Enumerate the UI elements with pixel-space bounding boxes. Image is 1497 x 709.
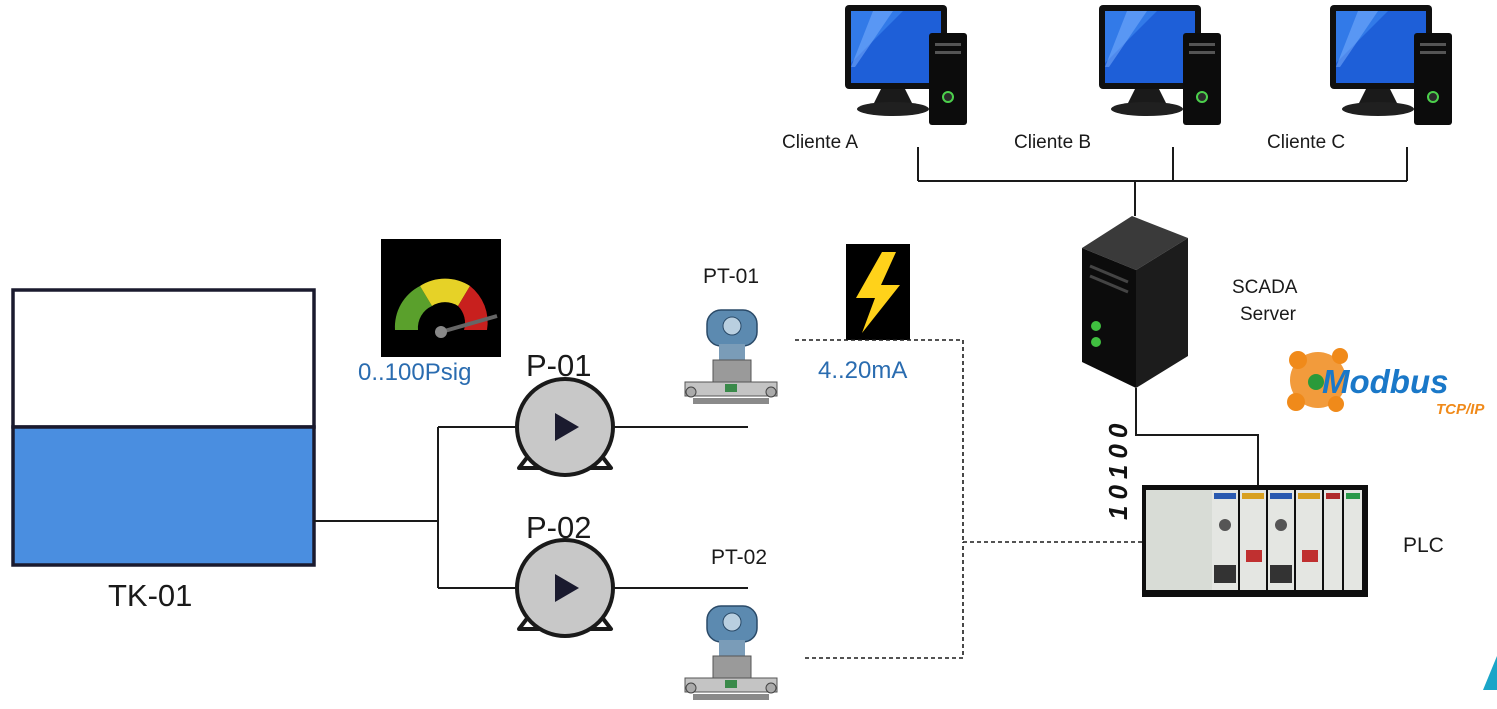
- modbus-network-icon: [1287, 348, 1348, 412]
- client-a-computer[interactable]: [845, 5, 967, 125]
- tank-label: TK-01: [108, 578, 192, 613]
- desktop-computer-icon: [1099, 5, 1221, 125]
- pt-01-label: PT-01: [703, 265, 759, 288]
- pump-p-02-label: P-02: [526, 510, 591, 545]
- pressure-transmitter-pt-02[interactable]: [684, 605, 778, 700]
- centrifugal-pump-icon: [515, 377, 615, 477]
- pump-p-01-label: P-01: [526, 348, 591, 383]
- pt-02-label: PT-02: [711, 546, 767, 569]
- client-c-label: Cliente C: [1267, 132, 1345, 153]
- pressure-transmitter-icon: [684, 309, 778, 404]
- pump-p-01[interactable]: [515, 377, 615, 477]
- pressure-transmitter-pt-01[interactable]: [684, 309, 778, 404]
- modbus-logo: Modbus TCP/IP: [1287, 348, 1485, 418]
- scada-server-label-line2: Server: [1240, 304, 1297, 325]
- desktop-computer-icon: [845, 5, 967, 125]
- analog-signal-wiring: [795, 339, 1142, 659]
- client-network-lines: [917, 147, 1408, 216]
- tank-tk-01[interactable]: [11, 288, 316, 567]
- plc-rack[interactable]: [1142, 485, 1368, 597]
- client-c-computer[interactable]: [1330, 5, 1452, 125]
- server-plc-link: [1135, 388, 1259, 485]
- corner-logo-fragment: [1483, 656, 1497, 690]
- modbus-name: Modbus: [1322, 363, 1448, 400]
- process-piping: [314, 426, 748, 589]
- plc-label: PLC: [1403, 534, 1444, 557]
- plc-rack-icon: [1142, 485, 1368, 597]
- bits-label: 10100: [1103, 418, 1133, 520]
- pressure-gauge-icon: [381, 239, 501, 357]
- pump-p-02[interactable]: [515, 538, 615, 638]
- scada-server-label-line1: SCADA: [1232, 277, 1298, 298]
- server-tower-icon: [1082, 216, 1188, 388]
- client-b-computer[interactable]: [1099, 5, 1221, 125]
- pressure-range-label: 0..100Psig: [358, 359, 471, 386]
- scada-server[interactable]: [1082, 216, 1188, 388]
- signal-range-label: 4..20mA: [818, 357, 907, 384]
- desktop-computer-icon: [1330, 5, 1452, 125]
- client-b-label: Cliente B: [1014, 132, 1091, 153]
- pressure-transmitter-icon: [684, 605, 778, 700]
- centrifugal-pump-icon: [515, 538, 615, 638]
- client-a-label: Cliente A: [782, 132, 858, 153]
- modbus-subtitle: TCP/IP: [1436, 401, 1485, 418]
- lightning-bolt-icon: [846, 244, 910, 340]
